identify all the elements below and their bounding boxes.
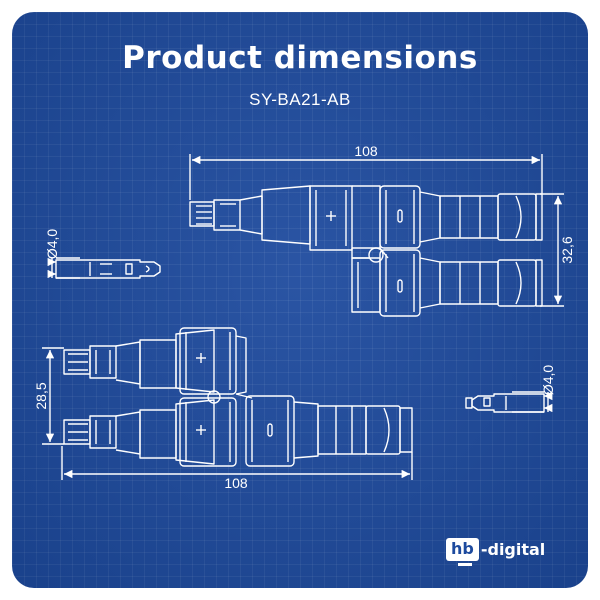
left-cable-pin [47, 257, 161, 279]
bottom-spacing-dimension [42, 347, 64, 445]
model-number: SY-BA21-AB [249, 90, 351, 109]
top-length-label: 108 [354, 143, 378, 159]
bottom-spacing-label: 28,5 [33, 382, 49, 409]
top-height-dimension [540, 193, 564, 307]
blueprint-card [12, 12, 588, 588]
bottom-branch-connector [63, 327, 413, 467]
left-diameter-label: Ø4,0 [44, 229, 60, 260]
top-height-label: 32,6 [559, 236, 575, 263]
right-cable-pin [465, 391, 553, 413]
top-branch-connector [189, 185, 543, 317]
logo-box: hb [446, 537, 479, 566]
logo-text: -digital [480, 539, 546, 559]
bottom-length-dimension [61, 446, 413, 480]
hb-digital-logo: hb -digital [446, 536, 546, 566]
top-length-dimension [189, 154, 543, 200]
bottom-length-label: 108 [224, 475, 248, 491]
right-diameter-label: Ø4,0 [540, 365, 556, 396]
page-title: Product dimensions [122, 40, 478, 76]
